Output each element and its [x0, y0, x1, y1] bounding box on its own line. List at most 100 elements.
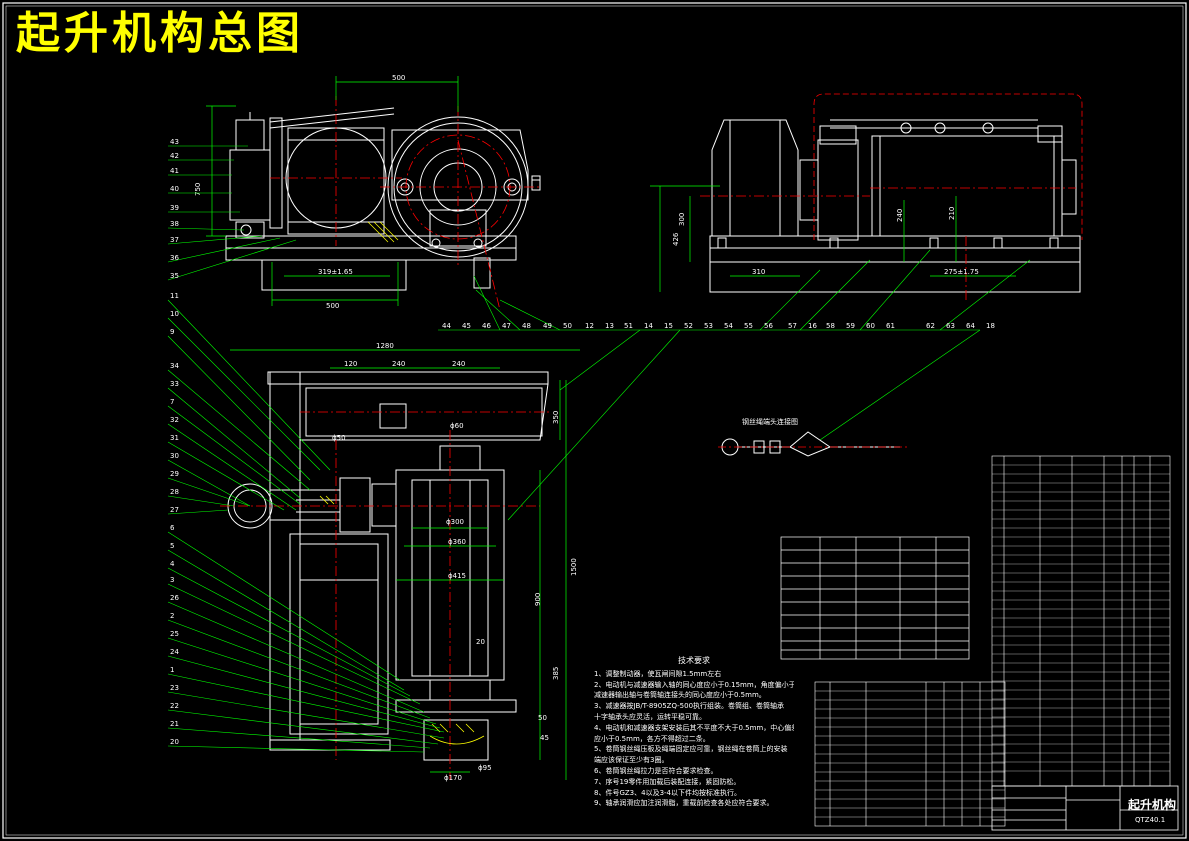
balloon-15: 15 — [664, 322, 673, 330]
row-balloons: 44 45 46 47 48 49 50 12 13 51 14 15 52 5… — [442, 322, 995, 330]
dim-plan-d2: 240 — [392, 360, 405, 368]
balloon-56: 56 — [764, 322, 773, 330]
front-balloon-leaders — [167, 145, 297, 281]
balloon-5: 5 — [170, 542, 174, 550]
note-line: 减速器输出轴与卷筒轴连接头的同心度应小于0.5mm。 — [594, 691, 766, 700]
dim-side-t2: 20 — [476, 638, 485, 646]
balloon-48: 48 — [522, 322, 531, 330]
balloon-61: 61 — [886, 322, 895, 330]
parts-list-upper — [991, 455, 1171, 787]
title-block-code: QTZ40.1 — [1135, 816, 1166, 824]
balloon-37: 37 — [170, 236, 179, 244]
balloon-47: 47 — [502, 322, 511, 330]
balloon-31: 31 — [170, 434, 179, 442]
balloon-38: 38 — [170, 220, 179, 228]
balloon-36: 36 — [170, 254, 179, 262]
dim-dia7: ɸ95 — [478, 764, 492, 772]
note-line: 应小于0.5mm，各方不得超过二条。 — [594, 734, 710, 743]
sheet-inner-border — [5, 5, 1184, 836]
balloon-62: 62 — [926, 322, 935, 330]
balloon-10: 10 — [170, 310, 179, 318]
dim-side-t1: 50 — [538, 714, 547, 722]
dim-side-h1: 300 — [678, 213, 686, 226]
balloon-49: 49 — [543, 322, 552, 330]
dim-height-left: 750 — [194, 183, 202, 196]
balloon-51: 51 — [624, 322, 633, 330]
notes-heading: 技术要求 — [678, 656, 710, 665]
balloon-58: 58 — [826, 322, 835, 330]
balloon-60: 60 — [866, 322, 875, 330]
balloon-40: 40 — [170, 185, 179, 193]
balloon-16: 16 — [808, 322, 817, 330]
dim-dia3: ɸ415 — [448, 572, 466, 580]
note-line: 6、卷筒钢丝绳拉力是否符合要求检查。 — [594, 766, 718, 775]
balloon-63: 63 — [946, 322, 955, 330]
dim-side-t3: 45 — [540, 734, 549, 742]
title-block-name: 起升机构 — [1128, 798, 1177, 812]
dim-top-width: 500 — [392, 74, 405, 82]
balloon-46: 46 — [482, 322, 491, 330]
note-line: 1、调整制动器，使瓦闸间隙1.5mm左右 — [594, 669, 722, 678]
balloon-26: 26 — [170, 594, 179, 602]
balloon-32: 32 — [170, 416, 179, 424]
balloon-25: 25 — [170, 630, 179, 638]
note-line: 端应该保证至少有3圈。 — [594, 756, 669, 765]
front-view — [225, 107, 541, 291]
balloon-1: 1 — [170, 666, 174, 674]
balloon-53: 53 — [704, 322, 713, 330]
balloon-3: 3 — [170, 576, 174, 584]
dim-dia6: ɸ170 — [444, 774, 462, 782]
balloon-14: 14 — [644, 322, 653, 330]
dim-side-h4: 210 — [948, 207, 956, 220]
note-line: 9、轴承润滑应加注润滑脂，重载前检查各处应符合要求。 — [594, 799, 774, 808]
balloon-57: 57 — [788, 322, 797, 330]
dim-dia1: ɸ50 — [332, 434, 346, 442]
balloon-54: 54 — [724, 322, 733, 330]
balloon-64: 64 — [966, 322, 975, 330]
dim-plan-d3: 240 — [452, 360, 465, 368]
dim-plan-d1: 120 — [344, 360, 357, 368]
dim-side-w2: 275±1.75 — [944, 268, 979, 276]
dim-bottom-width: 500 — [326, 302, 339, 310]
note-line: 8、件号GZ3、4以及3-4以下件均按标准执行。 — [594, 788, 742, 797]
balloon-27: 27 — [170, 506, 179, 514]
side-view-dimensions — [650, 185, 1016, 292]
side-view-redlines — [700, 93, 1083, 300]
dim-side-h3: 240 — [896, 209, 904, 222]
note-line: 5、卷筒钢丝绳压板及绳端固定应可靠，钢丝绳在卷筒上的安装 — [594, 745, 788, 754]
front-balloons: 43 42 41 40 39 38 37 36 35 — [170, 138, 179, 280]
balloon-4: 4 — [170, 560, 175, 568]
plan-balloons: 11 10 9 34 33 7 32 31 30 29 28 27 6 5 4 … — [170, 292, 179, 746]
dim-mid-span: 319±1.65 — [318, 268, 353, 276]
plan-view-centerlines — [220, 411, 550, 780]
plan-view — [227, 371, 549, 761]
dim-plan-h4: 350 — [552, 411, 560, 424]
balloon-50: 50 — [563, 322, 572, 330]
front-view-hatch — [367, 221, 399, 243]
rope-end-caption: 钢丝绳端头连接图 — [742, 418, 798, 426]
balloon-59: 59 — [846, 322, 855, 330]
title-block — [991, 785, 1179, 831]
balloon-45: 45 — [462, 322, 471, 330]
note-line: 3、减速器按JB/T-8905ZQ-500执行组装。卷筒组、卷筒轴承 — [594, 702, 785, 711]
plan-balloon-leaders — [167, 299, 445, 753]
balloon-22: 22 — [170, 702, 179, 710]
balloon-29: 29 — [170, 470, 179, 478]
front-view-dimensions — [206, 76, 459, 306]
balloon-20: 20 — [170, 738, 179, 746]
balloon-43: 43 — [170, 138, 179, 146]
balloon-18: 18 — [986, 322, 995, 330]
technical-requirements: 技术要求 1、调整制动器，使瓦闸间隙1.5mm左右 2、电动机与减速器输入轴的同… — [594, 656, 794, 809]
balloon-39: 39 — [170, 204, 179, 212]
note-line: 7、序号19零件用加载后装配连接，紧固防松。 — [594, 777, 741, 786]
dim-plan-h: 1500 — [570, 558, 578, 576]
dim-plan-width: 1280 — [376, 342, 394, 350]
balloon-11: 11 — [170, 292, 179, 300]
balloon-44: 44 — [442, 322, 451, 330]
dim-plan-h2: 900 — [534, 593, 542, 606]
balloon-41: 41 — [170, 167, 179, 175]
plan-view-hatch — [319, 495, 485, 745]
